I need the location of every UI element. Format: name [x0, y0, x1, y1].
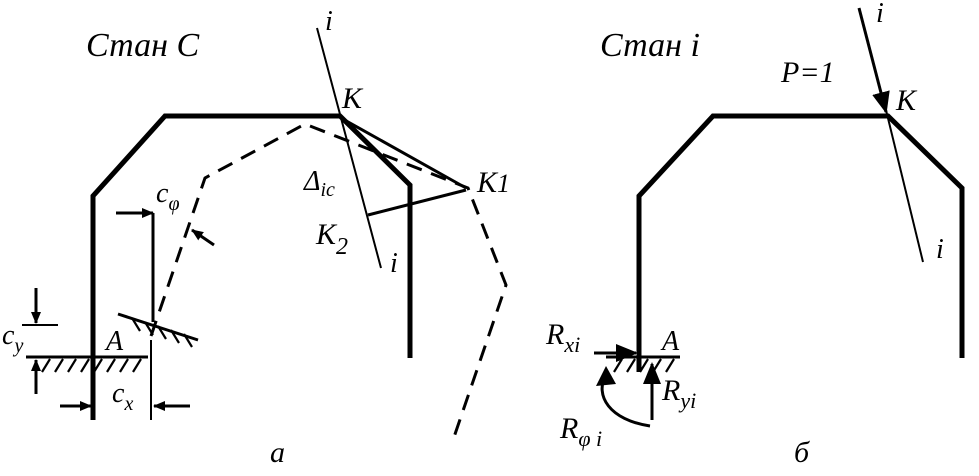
left-caption: а: [270, 436, 285, 469]
label-Ry: Ryi: [661, 374, 696, 413]
label-c-x: cx: [112, 378, 133, 415]
support-ground-hatch: [41, 358, 142, 373]
label-delta-ic: Δic: [303, 166, 335, 201]
left-panel: Стан С i i K K1 K2 Δic cφ A: [2, 6, 510, 469]
right-title: Стан i: [600, 27, 700, 64]
label-K2: K2: [315, 218, 348, 260]
label-K-right: K: [895, 84, 918, 117]
right-caption: б: [794, 436, 810, 469]
label-K: K: [341, 82, 364, 115]
force-P-arrow: [857, 7, 890, 114]
frame-state-i: [636, 113, 965, 372]
frame-deformed: [149, 122, 508, 441]
line-i-i-right: [885, 109, 924, 263]
label-P: P=1: [780, 56, 835, 89]
support-right-hatch: [613, 358, 675, 373]
reaction-Rphi-arrowhead: [596, 366, 616, 386]
label-Rx: Rxi: [545, 318, 580, 357]
label-A-left: A: [104, 326, 124, 357]
label-K1: K1: [476, 166, 510, 199]
line-k-k1: [340, 116, 467, 190]
line-k1-k2: [367, 188, 467, 217]
label-i-top-right: i: [876, 0, 884, 29]
label-A-right: A: [660, 326, 680, 357]
left-title: Стан С: [86, 27, 199, 64]
line-i-i: [316, 27, 382, 269]
frame-original: [90, 113, 413, 420]
label-c-phi: cφ: [156, 178, 180, 215]
label-i-bottom: i: [390, 248, 398, 279]
label-Rphi: Rφ i: [559, 412, 602, 451]
right-panel: Стан i i i P=1 K A Rxi Ryi Rφ i б: [545, 0, 965, 469]
label-i-top: i: [325, 6, 333, 37]
label-c-y: cy: [2, 320, 23, 357]
support-rotated-hatch: [131, 317, 193, 348]
label-i-bottom-right: i: [936, 234, 944, 265]
c-phi-arrow-right: [191, 228, 215, 247]
